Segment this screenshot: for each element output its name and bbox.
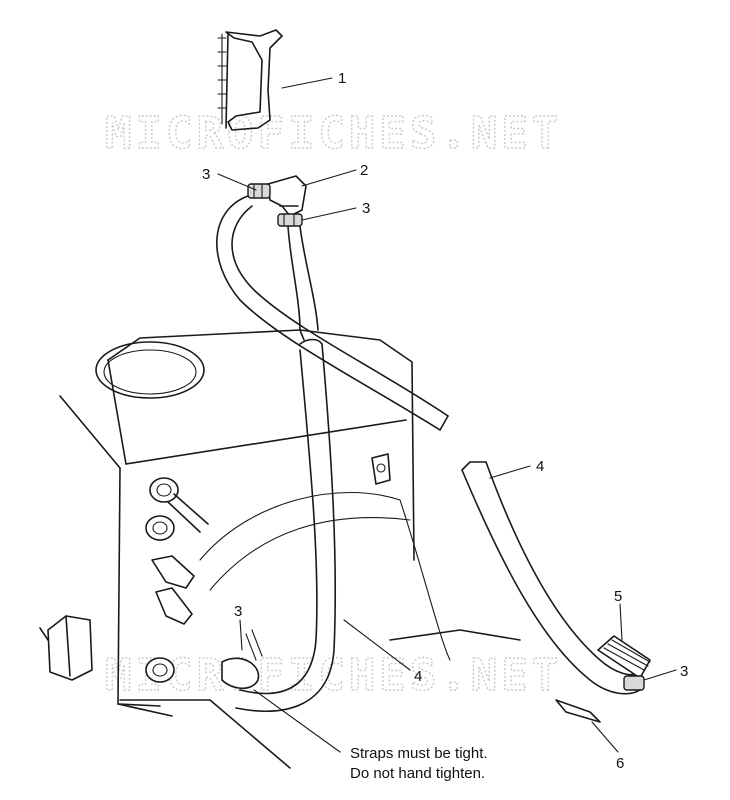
callout-3-clamp-left: 3 [234,603,242,620]
tank-fitting-nipple [151,555,195,625]
hose-4-right [461,461,641,695]
leader-lines [217,77,677,753]
part-5-fuel-filter [597,635,651,679]
callout-3-top-right: 3 [362,200,370,217]
fuel-tank [59,329,521,769]
part-6-strap [555,699,601,723]
hose-4-left [235,225,337,712]
part-1-strap-clip [217,29,283,131]
callout-5: 5 [614,588,622,605]
note-line-2: Do not hand tighten. [350,765,485,782]
tank-fitting-middle [145,515,175,541]
callout-3-top-left: 3 [202,166,210,183]
watermark-bottom: MICROFICHES.NET [105,650,562,701]
hose-upper-crossing [216,195,449,431]
callout-1: 1 [338,70,346,87]
callout-4-bottom: 4 [414,668,422,685]
callout-6: 6 [616,755,624,772]
tank-fitting-upper [149,477,209,533]
tank-fitting-lower [145,657,175,683]
watermark-top: MICROFICHES.NET [105,108,562,159]
clamp-top-right [277,213,303,227]
callout-2: 2 [360,162,368,179]
side-block [39,615,93,681]
note-line-1: Straps must be tight. [350,745,488,762]
callout-4-right: 4 [536,458,544,475]
clamp-top-left [247,183,271,199]
clamp-lower-left [221,629,263,690]
callout-3-clamp-right: 3 [680,663,688,680]
tank-filler-opening [95,341,205,399]
part-2-elbow-fitting [267,175,307,217]
clamp-right [623,675,645,691]
tank-side-vent [371,453,391,485]
